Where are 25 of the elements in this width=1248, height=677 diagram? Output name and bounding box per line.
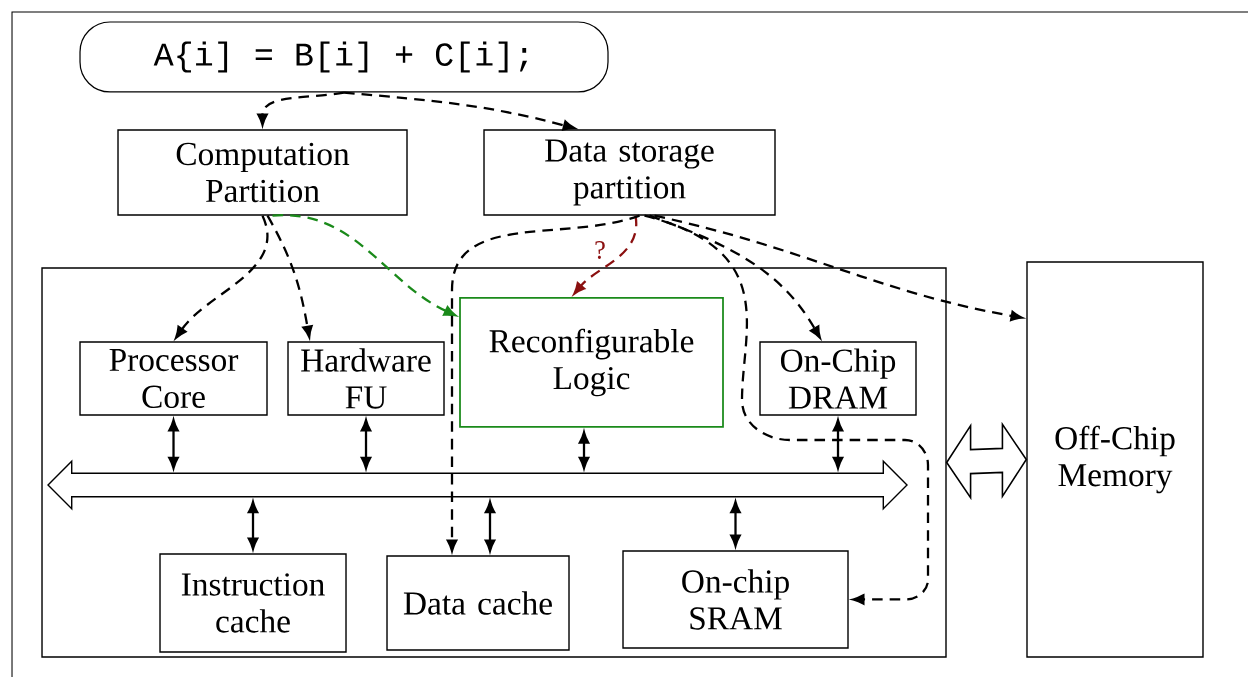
logic-box: Reconfigurable Logic (459, 297, 724, 428)
component-box: Instruction cache (159, 553, 347, 653)
arrow (832, 419, 844, 470)
arrow (360, 419, 372, 470)
chip-box (41, 267, 947, 658)
arrow (175, 215, 269, 339)
arrow (266, 215, 313, 338)
arrow (343, 91, 576, 131)
component-box: Data cache (386, 555, 570, 651)
partition-box: Computation Partition (117, 129, 408, 216)
component-box: Processor Core (79, 341, 268, 416)
arrow (272, 214, 457, 317)
arrow (578, 431, 590, 470)
arrow (446, 214, 640, 552)
component-box: Hardware FU (287, 341, 445, 416)
code-box: A{i] = B[i] + C[i]; (79, 21, 609, 93)
component-box: On-chip SRAM (622, 550, 849, 649)
arrow (484, 500, 496, 552)
edge-label: ? (592, 239, 608, 261)
partition-box: Data storage partition (483, 129, 776, 216)
arrow (247, 500, 259, 550)
memory-box: Off-Chip Memory (1026, 261, 1204, 658)
component-box: On-Chip DRAM (759, 341, 917, 416)
arrow (573, 215, 638, 295)
bus-arrow (47, 459, 908, 511)
